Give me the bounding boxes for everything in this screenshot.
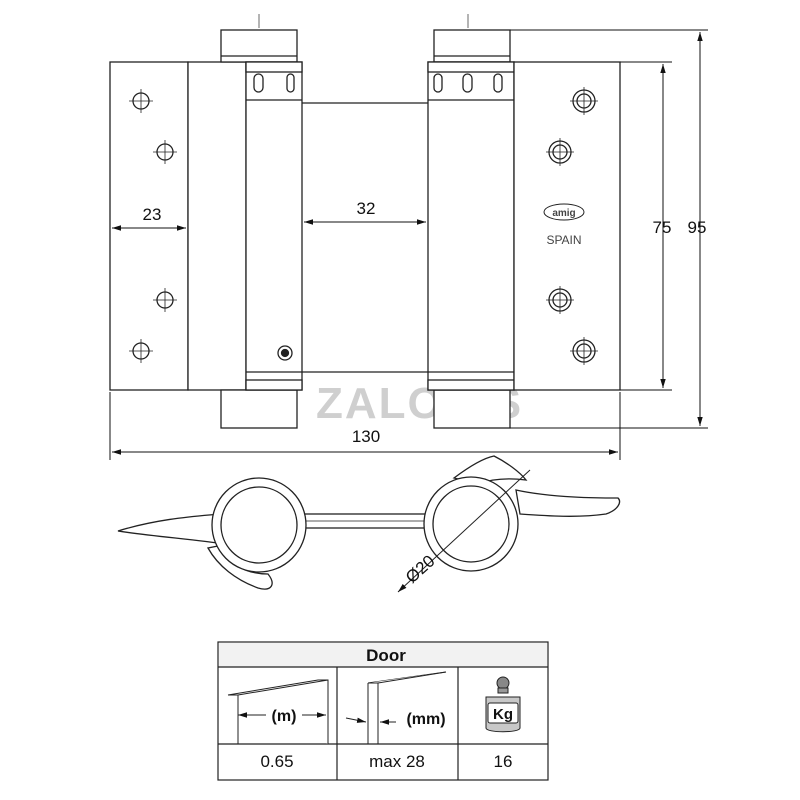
- left-barrel-cover: [187, 61, 247, 391]
- dim-height-outer: 95: [688, 218, 707, 237]
- dim-pin-diameter: Ø20: [402, 551, 439, 587]
- table-value-width: 0.65: [260, 752, 293, 771]
- screw-hole-icon: [129, 89, 153, 113]
- left-bottom-cap: [220, 389, 298, 429]
- table-unit-thickness: (mm): [406, 711, 445, 728]
- table-value-weight: 16: [494, 752, 513, 771]
- countersunk-hole-icon: [570, 87, 598, 115]
- dimension-lines: [109, 29, 708, 460]
- left-top-cap: [220, 29, 298, 63]
- countersunk-hole-icon: [546, 138, 574, 166]
- left-barrel: [245, 61, 303, 391]
- brand-origin-text: SPAIN: [546, 233, 581, 247]
- right-barrel: [427, 61, 515, 391]
- table-value-thickness: max 28: [369, 752, 425, 771]
- dim-gap: 32: [357, 199, 376, 218]
- door-spec-table: Door (m) (mm) Kg 0.65 max: [217, 641, 549, 781]
- hinge-section-view: [117, 455, 621, 593]
- brand-logo-text: amig: [552, 208, 575, 219]
- screw-hole-icon: [129, 339, 153, 363]
- door-thickness-icon: [345, 671, 447, 744]
- weight-icon: [485, 676, 521, 733]
- left-leaf: [109, 61, 189, 391]
- dimension-labels: 23 32 75 95 130: [143, 199, 707, 446]
- dim-height-inner: 75: [653, 218, 672, 237]
- left-flange: [117, 513, 225, 545]
- screw-hole-icon: [153, 140, 177, 164]
- countersunk-hole-icon: [570, 337, 598, 365]
- right-leaf: [513, 61, 621, 391]
- right-leaf-screw-holes: [546, 87, 598, 365]
- left-barrel-inner: [220, 486, 298, 564]
- screw-hole-icon: [153, 288, 177, 312]
- table-unit-width: (m): [272, 708, 297, 725]
- dim-leaf-width: 23: [143, 205, 162, 224]
- door-width-icon: [227, 679, 329, 744]
- right-top-cap: [433, 29, 511, 63]
- left-leaf-screw-holes: [129, 89, 177, 363]
- countersunk-hole-icon: [546, 286, 574, 314]
- dim-overall-width: 130: [352, 427, 380, 446]
- barrel-top-slots: [253, 73, 503, 93]
- table-unit-weight: Kg: [493, 706, 513, 723]
- right-bottom-cap: [433, 389, 511, 429]
- right-flange: [515, 489, 621, 517]
- brand-logo: amig SPAIN: [543, 203, 585, 247]
- tension-screw-icon: [277, 345, 293, 361]
- hinge-front-view: amig SPAIN: [109, 14, 621, 430]
- table-header: Door: [366, 646, 406, 665]
